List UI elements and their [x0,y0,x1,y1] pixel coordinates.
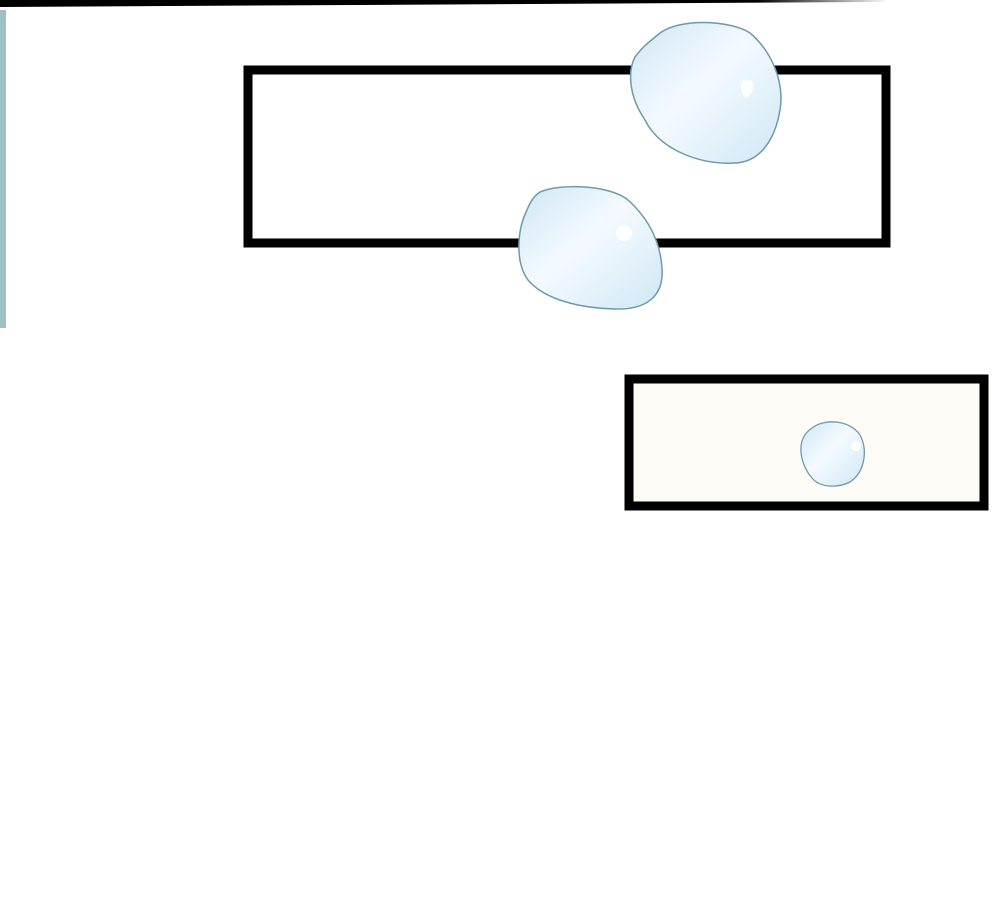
water-drop-small [800,421,865,487]
water-drop-large [629,21,782,164]
water-drop-middle [518,185,663,310]
top-panel-edge [0,0,890,7]
side-strip [0,10,6,328]
